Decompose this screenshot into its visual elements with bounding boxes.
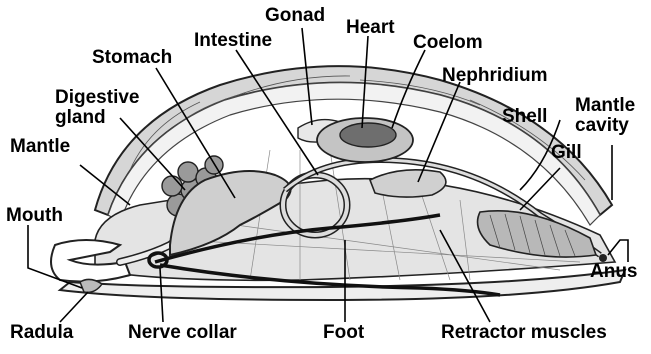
label-nerve-collar: Nerve collar (128, 323, 237, 342)
label-gonad: Gonad (265, 6, 325, 25)
label-intestine: Intestine (194, 31, 272, 50)
label-mantle-cavity: Mantle cavity (575, 96, 635, 136)
label-nephridium: Nephridium (442, 66, 548, 85)
label-stomach: Stomach (92, 48, 172, 67)
label-radula: Radula (10, 323, 73, 342)
label-mouth: Mouth (6, 206, 63, 225)
label-digestive-gland: Digestive gland (55, 88, 139, 128)
label-shell: Shell (502, 107, 547, 126)
label-mantle: Mantle (10, 137, 70, 156)
label-heart: Heart (346, 18, 395, 37)
label-coelom: Coelom (413, 33, 483, 52)
label-anus: Anus (590, 262, 638, 281)
label-retractor-muscles: Retractor muscles (441, 323, 607, 342)
nephridium-shape (370, 170, 446, 197)
label-foot: Foot (323, 323, 364, 342)
label-gill: Gill (551, 143, 582, 162)
heart-shape (340, 123, 396, 147)
